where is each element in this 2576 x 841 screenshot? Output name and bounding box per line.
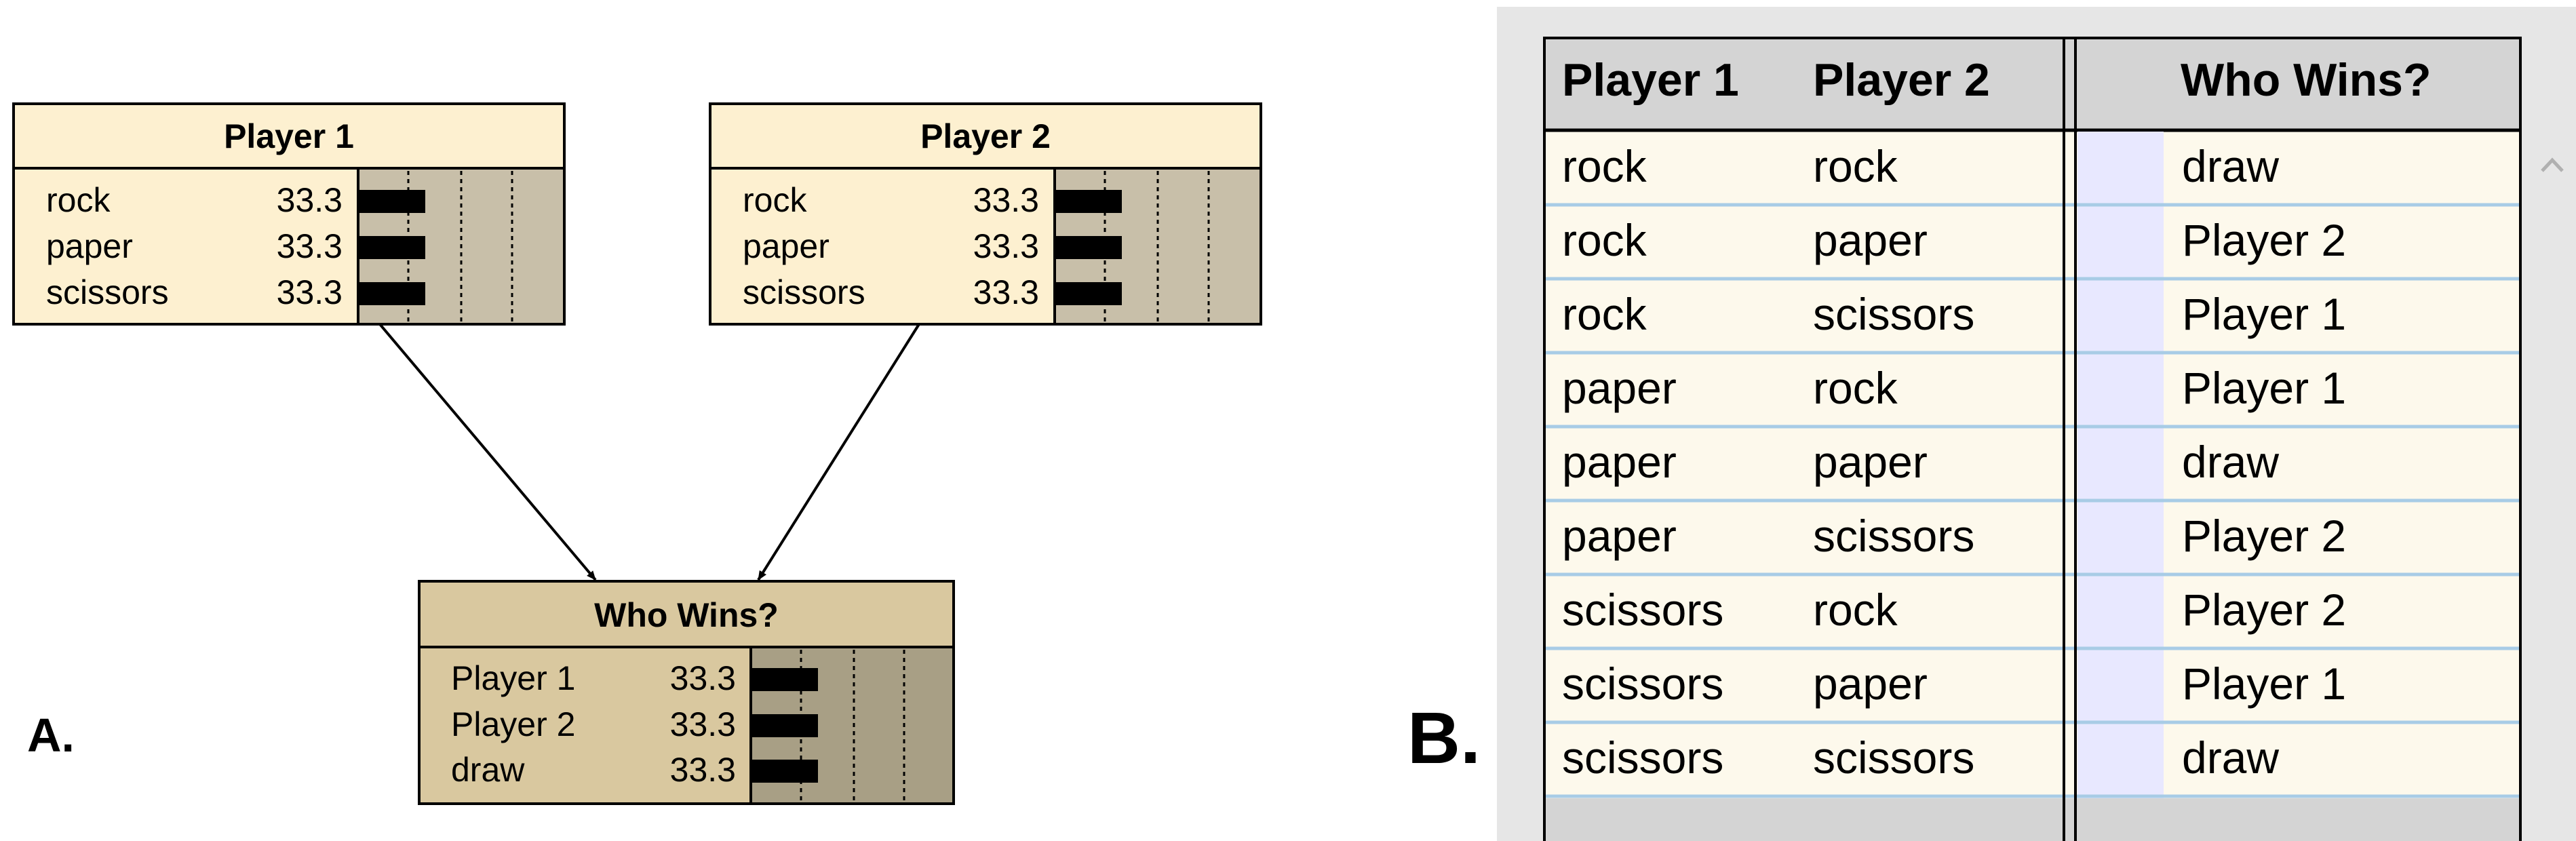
node-who-wins[interactable]: Who Wins? Player 1 33.3 Player 2 33.3 dr… <box>418 580 955 805</box>
state-value: 33.3 <box>277 181 343 219</box>
table-row[interactable]: scissors scissors draw <box>1562 732 2279 783</box>
table-row[interactable]: rock scissors Player 1 <box>1562 289 2346 339</box>
table-row[interactable]: scissors rock Player 2 <box>1562 585 2346 635</box>
cell-who-wins: Player 2 <box>2182 511 2346 561</box>
panel-b: B. Player 1 Player 2 Who Wins? <box>1407 7 2576 841</box>
cell-player-1: rock <box>1562 289 1647 339</box>
table-footer <box>1543 798 2522 841</box>
header-player-1[interactable]: Player 1 <box>1562 54 1739 106</box>
row-lines <box>1543 203 2522 798</box>
state-value: 33.3 <box>670 751 736 789</box>
panel-a-label: A. <box>27 709 75 762</box>
cell-player-1: rock <box>1562 215 1647 265</box>
table-row[interactable]: rock paper Player 2 <box>1562 215 2346 265</box>
cell-player-2: paper <box>1813 215 1928 265</box>
side-column <box>2077 132 2164 798</box>
edge-player2-to-whowins <box>757 323 920 581</box>
state-label: scissors <box>46 273 169 311</box>
node-title: Who Wins? <box>594 596 779 634</box>
prob-bar <box>752 760 818 783</box>
state-label: paper <box>46 227 133 265</box>
cell-player-1: paper <box>1562 437 1677 487</box>
cell-player-1: paper <box>1562 363 1677 413</box>
cell-who-wins: Player 2 <box>2182 585 2346 635</box>
cell-who-wins: Player 2 <box>2182 215 2346 265</box>
state-label: scissors <box>743 273 865 311</box>
cell-who-wins: draw <box>2182 437 2279 487</box>
cell-who-wins: Player 1 <box>2182 363 2346 413</box>
state-label: Player 1 <box>451 659 575 697</box>
node-player-2[interactable]: Player 2 rock 33.3 paper 33.3 scissors 3… <box>709 102 1262 326</box>
cell-player-2: rock <box>1813 141 1898 191</box>
cell-player-2: paper <box>1813 659 1928 709</box>
state-value: 33.3 <box>277 273 343 311</box>
prob-bar <box>359 236 425 259</box>
cell-player-2: scissors <box>1813 289 1974 339</box>
header-who-wins[interactable]: Who Wins? <box>2181 54 2432 106</box>
node-header <box>12 102 566 170</box>
cell-player-2: paper <box>1813 437 1928 487</box>
state-value: 33.3 <box>973 181 1039 219</box>
cell-player-1: scissors <box>1562 585 1723 635</box>
cell-who-wins: draw <box>2182 141 2279 191</box>
node-title: Player 1 <box>224 117 354 155</box>
state-value: 33.3 <box>973 273 1039 311</box>
table-row[interactable]: rock rock draw <box>1562 141 2279 191</box>
chevron-up-icon[interactable] <box>2541 157 2564 172</box>
node-title: Player 2 <box>920 117 1051 155</box>
prob-bar <box>752 714 818 737</box>
prob-bar <box>1056 190 1122 213</box>
cell-who-wins: Player 1 <box>2182 289 2346 339</box>
table-row[interactable]: scissors paper Player 1 <box>1562 659 2346 709</box>
cell-player-2: scissors <box>1813 511 1974 561</box>
node-player-1[interactable]: Player 1 rock 33.3 paper 33.3 scissors 3… <box>12 102 566 326</box>
prob-bar <box>359 282 425 305</box>
header-player-2[interactable]: Player 2 <box>1813 54 1990 106</box>
prob-bar <box>1056 236 1122 259</box>
cell-player-1: scissors <box>1562 659 1723 709</box>
table-row[interactable]: paper paper draw <box>1562 437 2279 487</box>
cell-player-1: scissors <box>1562 732 1723 783</box>
panel-a: Player 1 rock 33.3 paper 33.3 scissors 3… <box>12 102 1262 805</box>
table-row[interactable]: paper scissors Player 2 <box>1562 511 2346 561</box>
cell-player-2: scissors <box>1813 732 1974 783</box>
node-header <box>709 102 1262 170</box>
table-header-row <box>1543 37 2522 130</box>
state-label: paper <box>743 227 830 265</box>
table-row[interactable]: paper rock Player 1 <box>1562 363 2346 413</box>
cell-player-2: rock <box>1813 363 1898 413</box>
prob-bar <box>1056 282 1122 305</box>
state-label: Player 2 <box>451 705 575 743</box>
prob-bar <box>752 668 818 691</box>
state-value: 33.3 <box>670 659 736 697</box>
cell-player-1: rock <box>1562 141 1647 191</box>
cell-who-wins: Player 1 <box>2182 659 2346 709</box>
panel-b-label: B. <box>1407 697 1481 779</box>
cell-player-1: paper <box>1562 511 1677 561</box>
table-body <box>1543 37 2522 841</box>
state-label: rock <box>46 181 111 219</box>
state-value: 33.3 <box>670 705 736 743</box>
state-value: 33.3 <box>973 227 1039 265</box>
cell-player-2: rock <box>1813 585 1898 635</box>
state-label: draw <box>451 751 525 789</box>
cell-who-wins: draw <box>2182 732 2279 783</box>
state-value: 33.3 <box>277 227 343 265</box>
state-label: rock <box>743 181 807 219</box>
prob-bar <box>359 190 425 213</box>
edge-player1-to-whowins <box>378 323 597 581</box>
